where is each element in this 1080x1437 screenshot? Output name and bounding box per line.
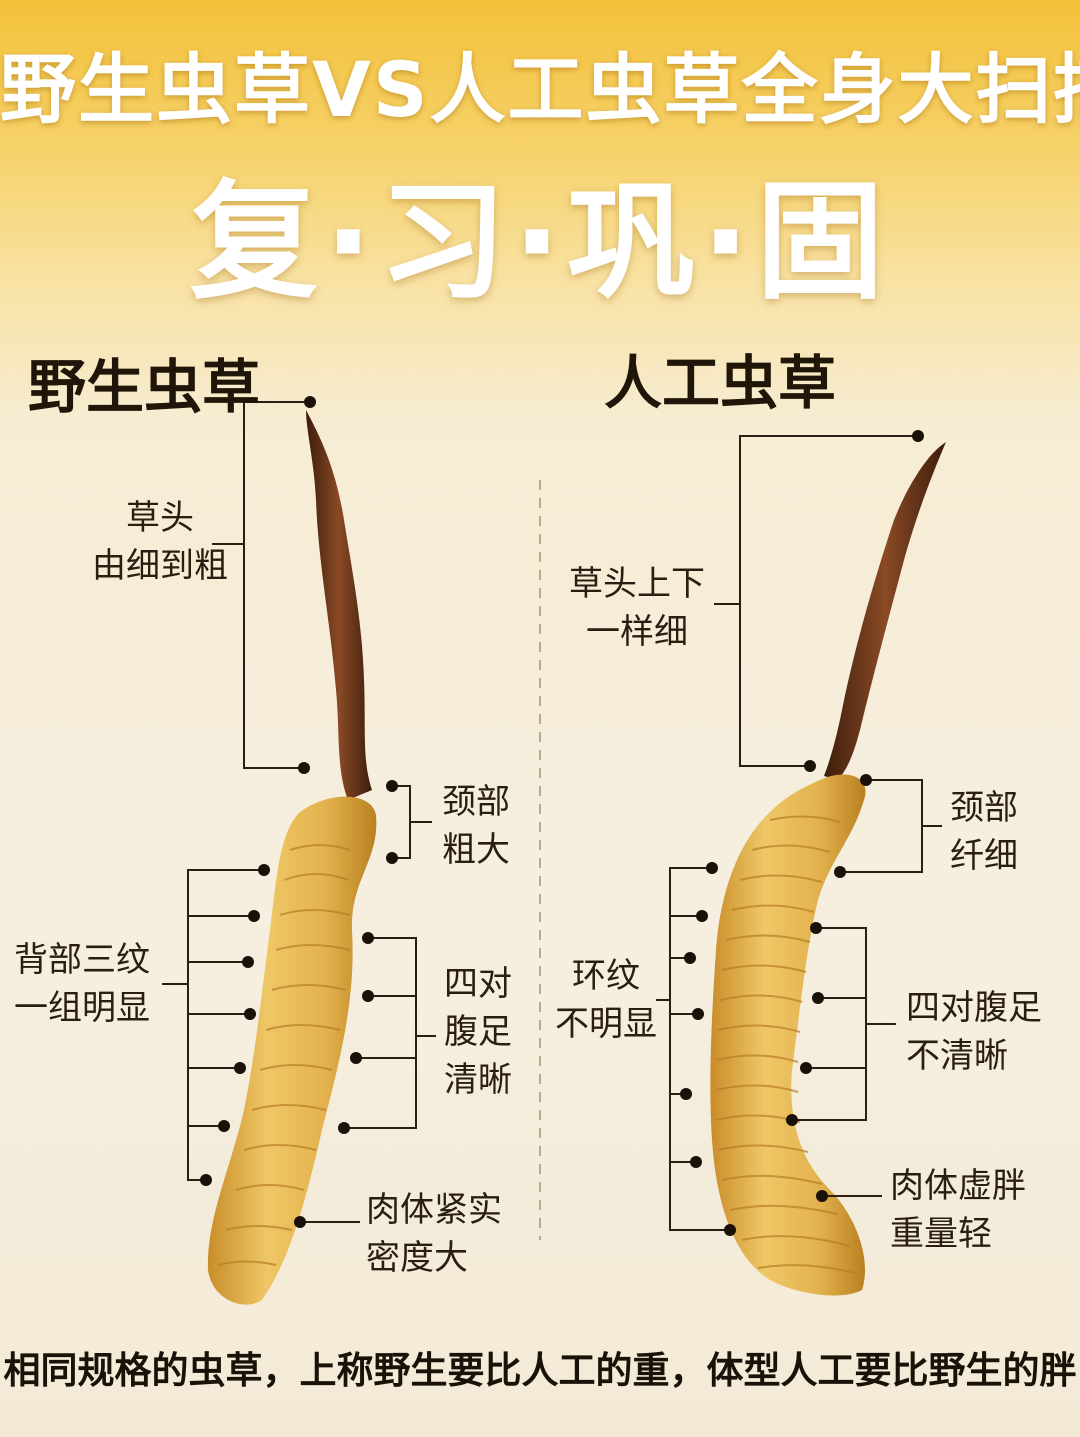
- wild-legs-label: 四对 腹足 清晰: [444, 960, 512, 1104]
- wild-legs-label-line1: 四对: [444, 964, 512, 1004]
- wild-legs-bracket: [344, 937, 436, 1129]
- artificial-rings-label: 环纹 不明显: [548, 952, 664, 1048]
- wild-back-dots: [200, 864, 270, 1186]
- wild-neck-label-line2: 粗大: [442, 830, 510, 870]
- artificial-head-top-dot: [912, 430, 924, 442]
- wild-head-bottom-dot: [298, 762, 310, 774]
- artificial-legs-dots: [786, 922, 824, 1126]
- artificial-rings-label-line2: 不明显: [555, 1004, 657, 1044]
- artificial-neck-dot-top: [860, 774, 872, 786]
- artificial-rings-label-line1: 环纹: [572, 956, 640, 996]
- artificial-neck-label: 颈部 纤细: [950, 784, 1018, 880]
- artificial-heading: 人工虫草: [604, 349, 837, 417]
- artificial-cordyceps-specimen: [710, 442, 946, 1296]
- artificial-head-label-line2: 一样细: [586, 612, 688, 652]
- wild-legs-label-line2: 腹足: [444, 1012, 512, 1052]
- artificial-rings-dots: [680, 862, 736, 1236]
- artificial-head-bottom-dot: [804, 760, 816, 772]
- wild-neck-bracket: [392, 785, 432, 859]
- footer-note: 相同规格的虫草，上称野生要比人工的重，体型人工要比野生的胖: [3, 1349, 1077, 1392]
- wild-head-label: 草头 由细到粗: [50, 494, 270, 590]
- artificial-head-label: 草头上下 一样细: [552, 560, 722, 656]
- artificial-neck-dot-bottom: [834, 866, 846, 878]
- wild-body: [207, 796, 377, 1305]
- page-subtitle: 复·习·巩·固: [190, 168, 890, 317]
- wild-back-label-line2: 一组明显: [14, 988, 150, 1028]
- artificial-legs-label: 四对腹足 不清晰: [906, 984, 1042, 1080]
- artificial-head-bracket: [714, 435, 918, 767]
- artificial-legs-label-line2: 不清晰: [906, 1036, 1008, 1076]
- artificial-body-dot: [816, 1190, 828, 1202]
- wild-head-top-dot: [304, 396, 316, 408]
- artificial-body-label-line1: 肉体虚胖: [890, 1166, 1026, 1206]
- wild-body-dot: [294, 1216, 306, 1228]
- artificial-head-label-line1: 草头上下: [569, 564, 705, 604]
- wild-head-label-line2: 由细到粗: [92, 546, 228, 586]
- wild-stalk: [306, 410, 372, 800]
- wild-head-label-line1: 草头: [126, 498, 194, 538]
- artificial-body: [710, 774, 866, 1296]
- artificial-legs-label-line1: 四对腹足: [906, 988, 1042, 1028]
- artificial-body-label-line2: 重量轻: [890, 1214, 992, 1254]
- artificial-body-label: 肉体虚胖 重量轻: [890, 1162, 1026, 1258]
- wild-cordyceps-specimen: [207, 410, 377, 1305]
- artificial-neck-bracket: [840, 779, 942, 873]
- wild-head-bracket: [212, 401, 310, 769]
- artificial-stalk: [824, 442, 946, 780]
- page-title: 野生虫草VS人工虫草全身大扫描: [0, 45, 1080, 134]
- artificial-legs-bracket: [792, 927, 896, 1121]
- artificial-body-rings: [715, 815, 859, 1275]
- wild-body-wrinkles: [217, 844, 351, 1266]
- wild-body-label-line2: 密度大: [366, 1238, 468, 1278]
- wild-legs-label-line3: 清晰: [444, 1060, 512, 1100]
- wild-neck-label-line1: 颈部: [442, 782, 510, 822]
- wild-back-label-line1: 背部三纹: [14, 940, 150, 980]
- wild-back-label: 背部三纹 一组明显: [14, 936, 150, 1032]
- wild-body-label: 肉体紧实 密度大: [366, 1186, 502, 1282]
- artificial-neck-label-line1: 颈部: [950, 788, 1018, 828]
- wild-neck-label: 颈部 粗大: [442, 778, 510, 874]
- wild-neck-dot-top: [386, 780, 398, 792]
- wild-heading: 野生虫草: [28, 353, 261, 421]
- wild-body-label-line1: 肉体紧实: [366, 1190, 502, 1230]
- wild-legs-dots: [338, 932, 374, 1134]
- wild-back-bracket: [162, 869, 264, 1181]
- wild-neck-dot-bottom: [386, 852, 398, 864]
- artificial-neck-label-line2: 纤细: [950, 836, 1018, 876]
